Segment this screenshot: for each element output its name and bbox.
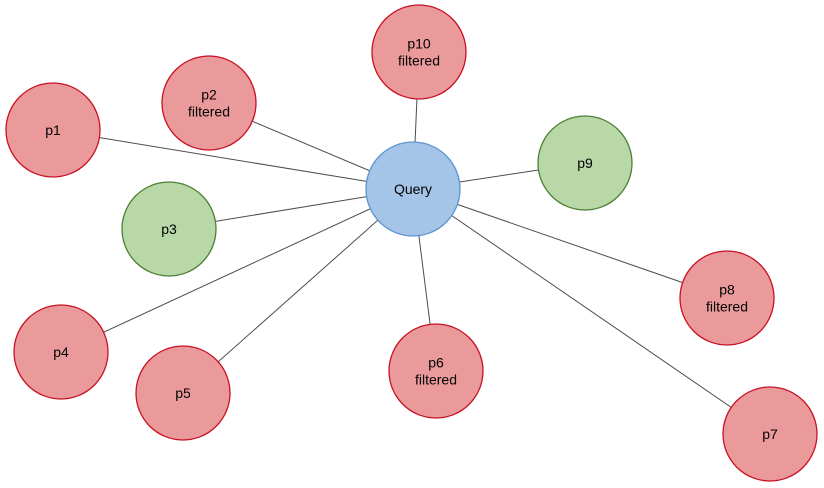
edge-p4-query xyxy=(60,188,414,353)
node-p1: p1 xyxy=(5,82,101,178)
node-status-p6: filtered xyxy=(415,372,457,388)
node-status-p10: filtered xyxy=(398,53,440,69)
query-node: Query xyxy=(365,141,461,237)
node-circle-p8 xyxy=(679,250,775,346)
node-circle-p10 xyxy=(371,4,467,100)
node-circle-p5 xyxy=(135,345,231,441)
edge-p5-query xyxy=(182,188,414,394)
nodes-layer: p1p2filteredp10filteredp9p3p8filteredp4p… xyxy=(5,4,818,482)
edge-p8-query xyxy=(412,188,728,299)
node-label-p5: p5 xyxy=(175,385,191,401)
node-label-p3: p3 xyxy=(161,221,177,237)
node-circle-p9 xyxy=(537,115,633,211)
node-label-p10: p10 xyxy=(407,36,431,52)
node-status-p2: filtered xyxy=(188,104,230,120)
node-p3: p3 xyxy=(121,181,217,277)
edge-p1-query xyxy=(52,129,414,190)
node-circle-p2 xyxy=(161,55,257,151)
node-label-p8: p8 xyxy=(719,282,735,298)
node-circle-p3 xyxy=(121,181,217,277)
query-label: Query xyxy=(394,181,432,197)
node-circle-p4 xyxy=(13,304,109,400)
node-label-p7: p7 xyxy=(762,426,778,442)
node-p7: p7 xyxy=(722,386,818,482)
node-label-p2: p2 xyxy=(201,87,217,103)
node-label-p9: p9 xyxy=(577,155,593,171)
node-circle-p6 xyxy=(388,323,484,419)
node-label-p6: p6 xyxy=(428,355,444,371)
node-circle-p7 xyxy=(722,386,818,482)
node-p5: p5 xyxy=(135,345,231,441)
node-p4: p4 xyxy=(13,304,109,400)
edge-p7-query xyxy=(412,188,771,435)
node-label-p1: p1 xyxy=(45,122,61,138)
node-label-p4: p4 xyxy=(53,344,69,360)
node-status-p8: filtered xyxy=(706,299,748,315)
query-circle xyxy=(365,141,461,237)
node-circle-p1 xyxy=(5,82,101,178)
node-p9: p9 xyxy=(537,115,633,211)
